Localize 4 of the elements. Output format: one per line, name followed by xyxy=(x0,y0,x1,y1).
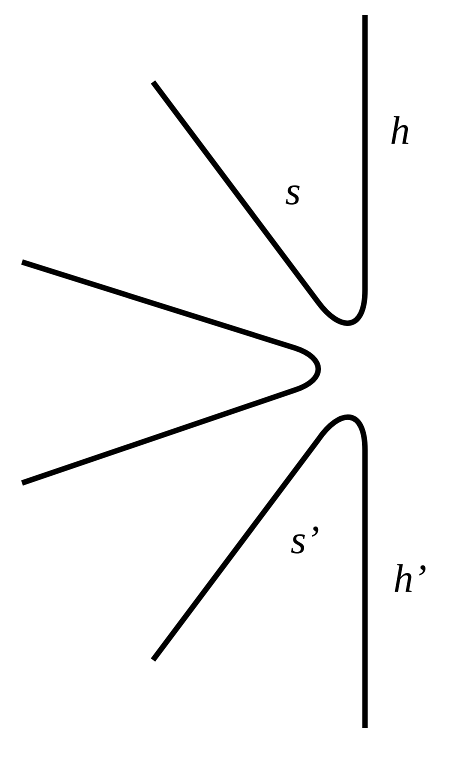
curve-label: s xyxy=(286,185,300,205)
curve-label: h xyxy=(391,116,408,144)
curve-label: h’ xyxy=(394,564,426,592)
curve-label: s’ xyxy=(291,526,318,554)
